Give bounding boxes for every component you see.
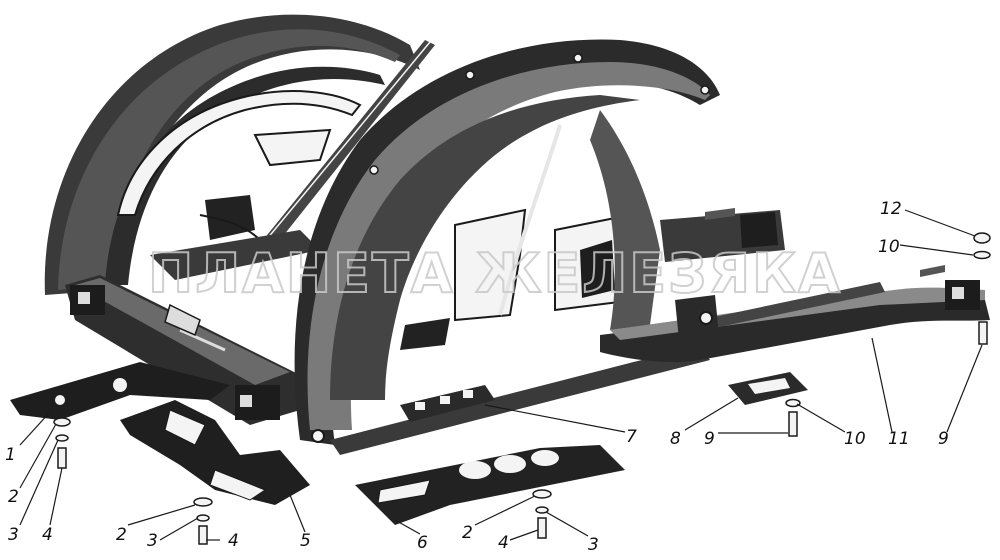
body-side-panel	[294, 39, 720, 455]
callout-2: 2	[116, 525, 127, 545]
part-8-pad	[728, 372, 808, 405]
part-5-support	[120, 400, 310, 505]
callout-11: 11	[888, 429, 910, 449]
callout-7: 7	[626, 427, 637, 447]
brace-rod	[255, 40, 435, 255]
part-7-strip	[400, 385, 495, 422]
callout-6: 6	[417, 533, 428, 553]
callout-1: 1	[5, 445, 16, 465]
fastener-stack-e	[973, 232, 991, 345]
callout-8: 8	[670, 429, 681, 449]
front-frame	[65, 230, 320, 425]
callout-4: 4	[42, 525, 53, 545]
callout-12: 12	[880, 199, 902, 219]
callout-2: 2	[462, 523, 473, 543]
callout-3: 3	[8, 525, 19, 545]
callout-9: 9	[704, 429, 715, 449]
callout-10: 10	[878, 237, 900, 257]
callout-9: 9	[938, 429, 949, 449]
fastener-stack-b	[193, 497, 213, 545]
fastener-stack-d	[785, 398, 801, 437]
part-6-floor-plate	[355, 445, 625, 525]
fastener-stack-c	[532, 489, 552, 539]
callout-2: 2	[8, 487, 19, 507]
leader-lines	[19, 209, 983, 541]
callout-3: 3	[588, 535, 599, 555]
rear-frame-rails	[600, 208, 990, 363]
callout-3: 3	[147, 531, 158, 551]
left-wheel-arch	[44, 14, 420, 295]
callout-10: 10	[844, 429, 866, 449]
part-1-bracket	[10, 362, 230, 420]
callout-4: 4	[228, 531, 239, 551]
callout-5: 5	[300, 531, 311, 551]
callout-4: 4	[498, 533, 509, 553]
callout-labels: 1 2 3 4 2 3 4 5 6 2 4 3 7 8 9 10 11 9 10…	[5, 199, 949, 555]
watermark-text: ПЛАНЕТА ЖЕЛЕЗЯКА	[148, 242, 842, 305]
